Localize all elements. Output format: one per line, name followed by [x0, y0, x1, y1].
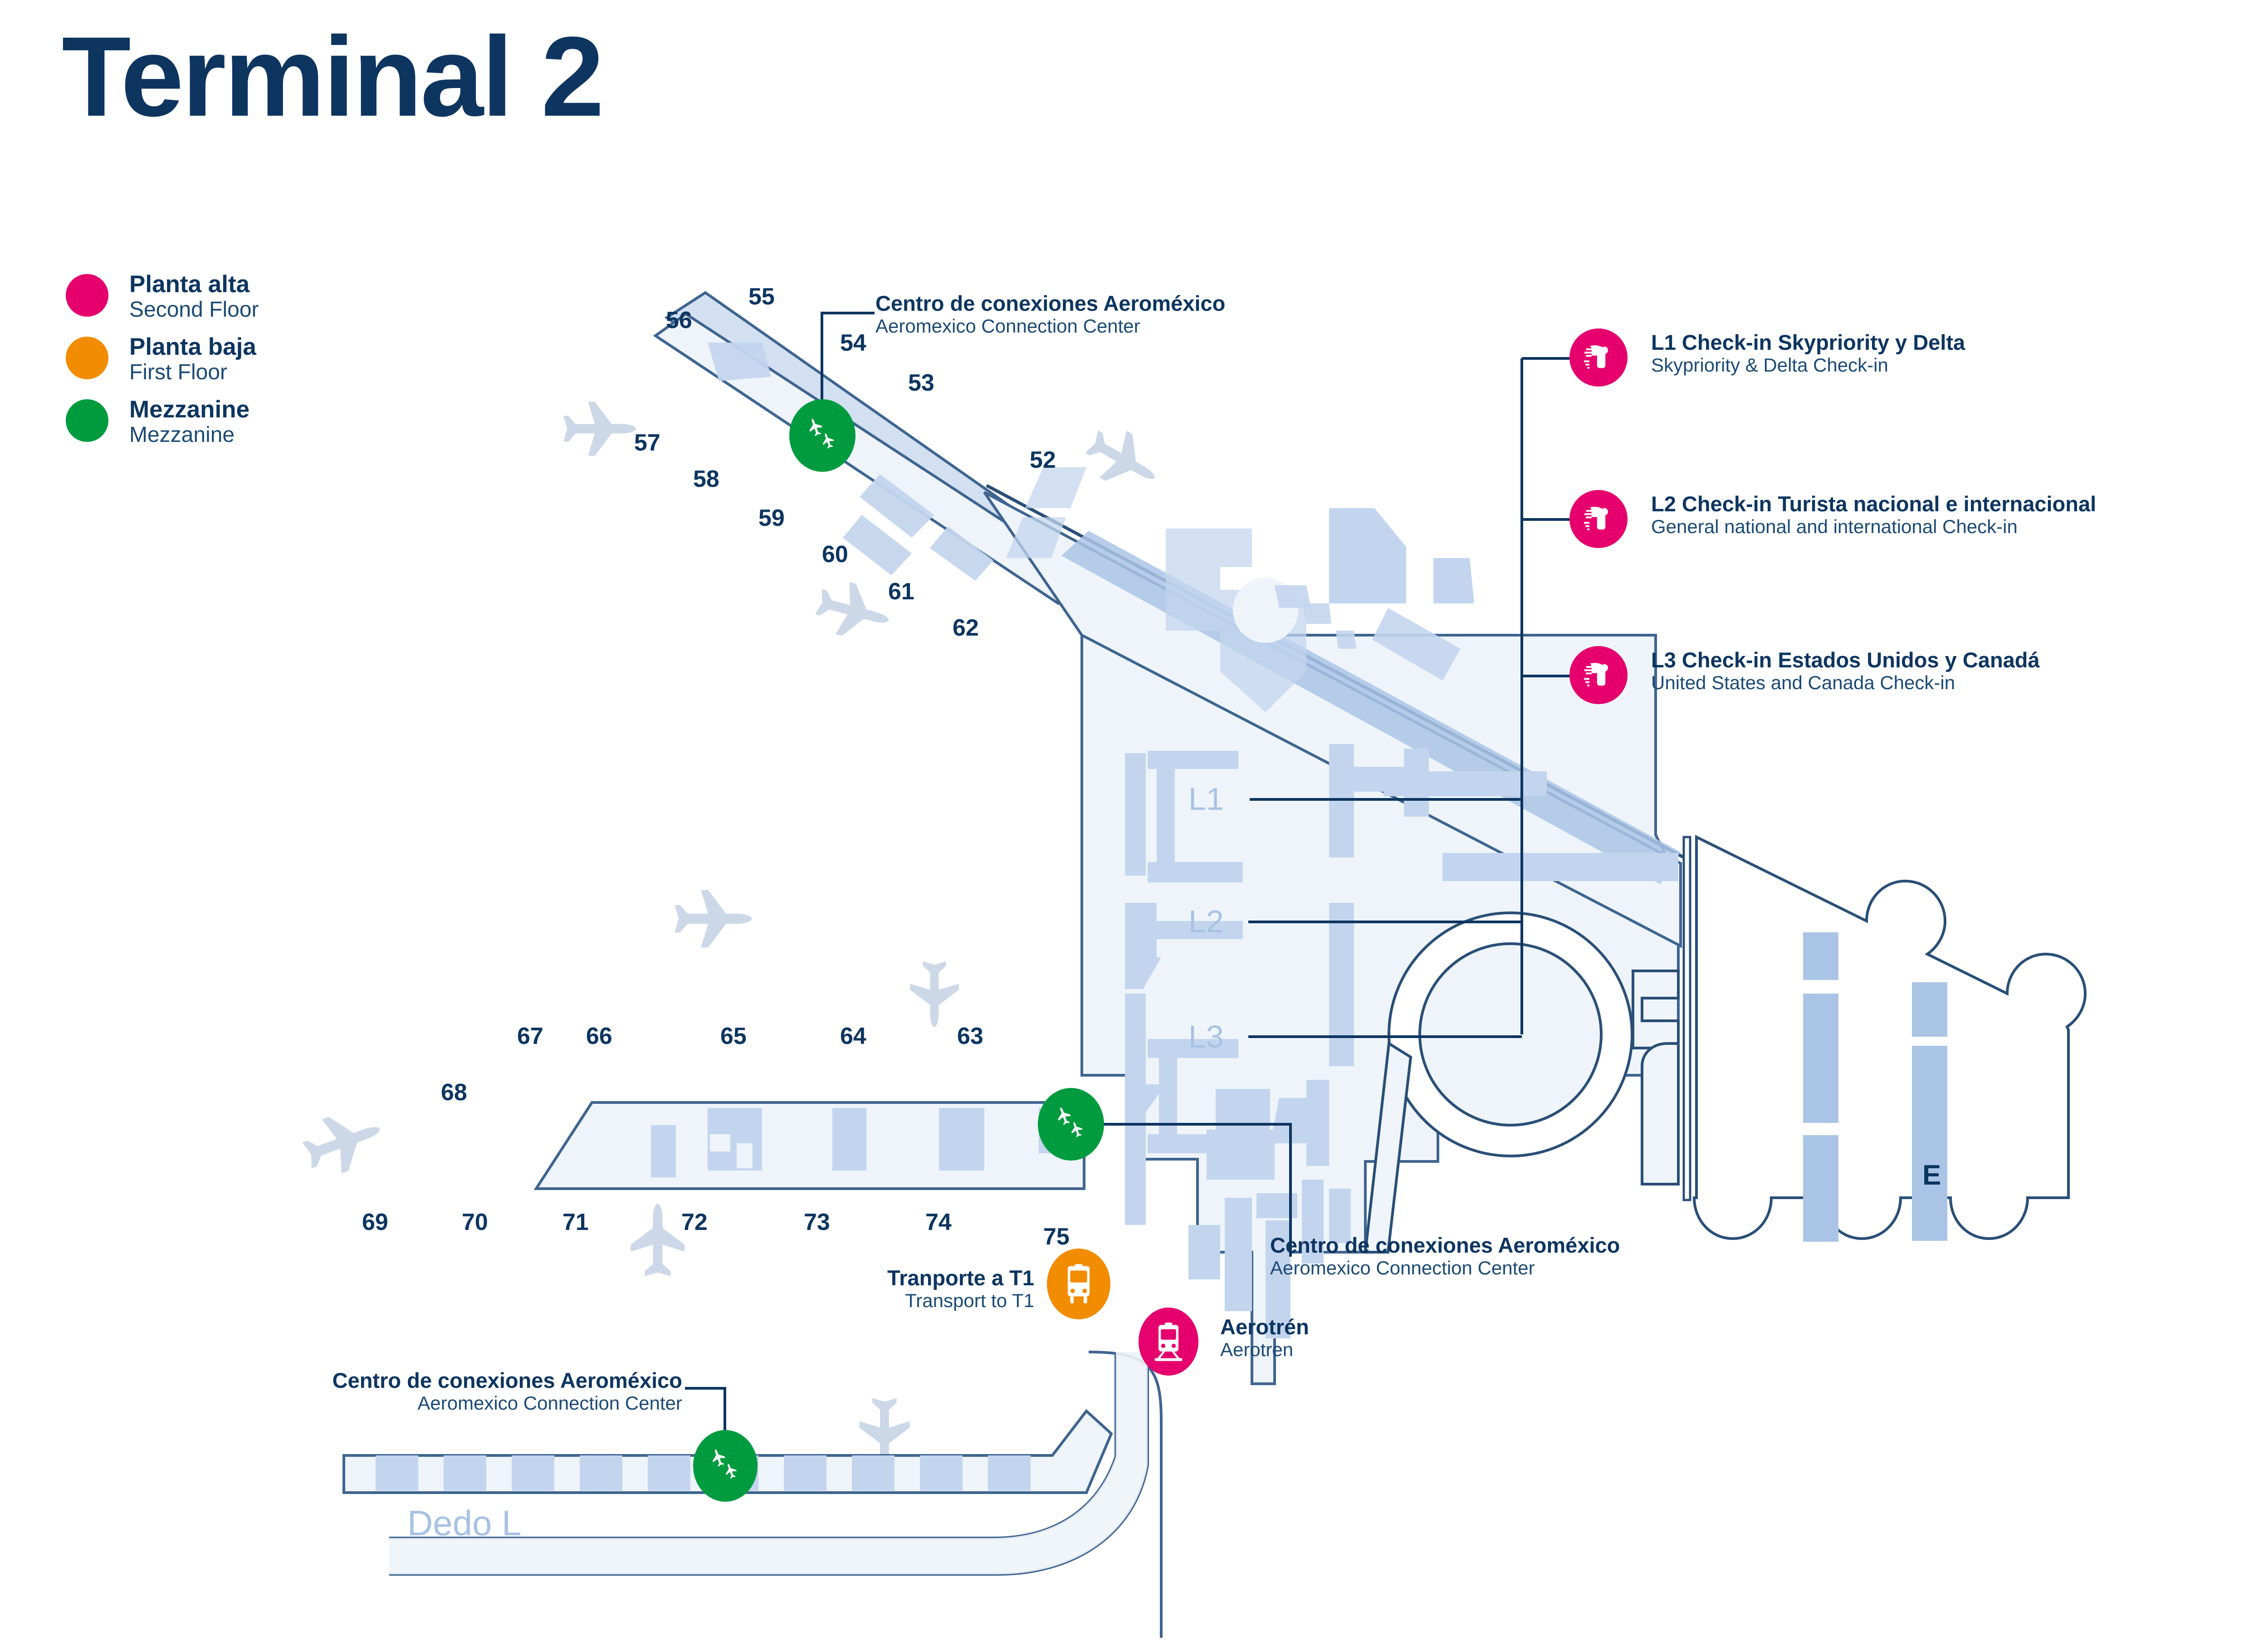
gate-number-52: 52 [1030, 447, 1056, 473]
callout-label-en: Aeromexico Connection Center [875, 315, 1140, 337]
level-label-l3: L3 [1188, 1019, 1224, 1054]
roundabout [1388, 911, 1633, 1157]
gate-number-63: 63 [957, 1023, 983, 1049]
legend-label-es: Planta baja [129, 333, 256, 360]
checkin-label-es: L2 Check-in Turista nacional e internaci… [1651, 492, 2097, 516]
bus-icon[interactable] [1047, 1249, 1110, 1319]
level-label-l2: L2 [1188, 904, 1224, 939]
gate-number-54: 54 [840, 330, 866, 356]
checkin-legend-l1: L1 Check-in Skypriority y Delta Skyprior… [1651, 330, 1965, 376]
circle-marker-pink-icon [66, 274, 108, 317]
aeromexico-eagle-glyph [1584, 345, 1608, 369]
callout-label-en: Aeromexico Connection Center [1270, 1257, 1535, 1279]
level-label-l1: L1 [1188, 781, 1224, 817]
train-glyph [1154, 1323, 1183, 1361]
gate-number-57: 57 [634, 430, 660, 456]
legend-item-first-floor: Planta baja First Floor [66, 331, 320, 394]
gate-number-61: 61 [888, 578, 914, 605]
main-terminal-rooms [1006, 467, 1678, 1338]
gate-number-69: 69 [362, 1209, 388, 1235]
page-title: Terminal 2 [62, 13, 604, 140]
two-planes-glyph [809, 418, 834, 449]
terminal-e-building [1682, 835, 2087, 1242]
callout-label-es: Centro de conexiones Aeroméxico [875, 291, 1226, 315]
legend-item-mezzanine: Mezzanine Mezzanine [66, 394, 320, 456]
legend-label-en: First Floor [129, 360, 227, 385]
callout-label-es: Centro de conexiones Aeroméxico [332, 1368, 682, 1392]
checkin-legend-l3: L3 Check-in Estados Unidos y Canadá Unit… [1651, 648, 2040, 694]
south-pier-building [533, 1101, 1085, 1190]
gate-number-72: 72 [681, 1209, 708, 1235]
two-planes-glyph [1058, 1107, 1083, 1137]
terminal-e-connector [1632, 970, 1680, 1185]
two-planes-icon[interactable] [1038, 1088, 1104, 1161]
gate-number-70: 70 [462, 1209, 488, 1235]
checkin-legend-l2: L2 Check-in Turista nacional e internaci… [1651, 492, 2096, 538]
zone-label-e: E [1922, 1160, 1941, 1191]
callout-label-en: Aerotren [1220, 1339, 1294, 1361]
gate-number-53: 53 [908, 370, 934, 396]
gate-number-71: 71 [562, 1209, 589, 1235]
gate-number-65: 65 [720, 1023, 747, 1049]
callout-connection-center-top: Centro de conexiones Aeroméxico Aeromexi… [875, 291, 1225, 337]
legend-label-es: Planta alta [129, 271, 250, 298]
callout-label-es: Aerotrén [1220, 1315, 1309, 1339]
legend-label-en: Second Floor [129, 298, 259, 322]
gate-number-59: 59 [758, 505, 785, 531]
aeromexico-eagle-icon[interactable] [1569, 646, 1628, 704]
callout-label-es: Centro de conexiones Aeroméxico [1270, 1233, 1620, 1257]
circle-marker-orange-icon [66, 337, 108, 379]
aeromexico-eagle-glyph [1584, 507, 1608, 530]
bus-glyph [1067, 1264, 1090, 1303]
checkin-label-en: Skypriority & Delta Check-in [1651, 354, 1888, 376]
train-icon[interactable] [1139, 1308, 1198, 1376]
gate-number-60: 60 [822, 541, 848, 568]
checkin-label-en: General national and international Check… [1651, 516, 2018, 538]
gate-number-68: 68 [441, 1079, 467, 1106]
legend-label-es: Mezzanine [129, 396, 250, 423]
aeromexico-eagle-icon[interactable] [1569, 490, 1628, 548]
gate-number-73: 73 [804, 1209, 830, 1235]
gate-number-74: 74 [925, 1209, 952, 1235]
gate-number-56: 56 [666, 307, 692, 333]
checkin-label-es: L1 Check-in Skypriority y Delta [1651, 330, 1965, 354]
gate-number-58: 58 [693, 466, 719, 492]
aeromexico-eagle-icon[interactable] [1569, 328, 1628, 387]
gate-number-66: 66 [586, 1023, 612, 1049]
two-planes-icon[interactable] [693, 1430, 758, 1502]
callout-aerotren: Aerotrén Aerotren [1220, 1315, 1309, 1361]
gate-number-75: 75 [1043, 1224, 1070, 1250]
callout-leader-lines [685, 312, 1569, 1465]
two-planes-glyph [713, 1449, 737, 1479]
checkin-label-es: L3 Check-in Estados Unidos y Canadá [1651, 648, 2040, 672]
two-planes-icon[interactable] [789, 399, 855, 472]
callout-label-en: Transport to T1 [905, 1290, 1034, 1312]
checkin-label-en: United States and Canada Check-in [1651, 672, 1955, 694]
legend-label-en: Mezzanine [129, 423, 235, 447]
callout-label-es: Tranporte a T1 [887, 1266, 1034, 1290]
callout-connection-center-dedo-l: Centro de conexiones Aeroméxico Aeromexi… [271, 1368, 682, 1414]
legend-item-second-floor: Planta alta Second Floor [66, 269, 320, 331]
gate-number-64: 64 [840, 1023, 866, 1049]
aeromexico-eagle-glyph [1584, 663, 1608, 686]
callout-connection-center-middle: Centro de conexiones Aeroméxico Aeromexi… [1270, 1233, 1620, 1279]
pier-label-dedo-l: Dedo L [407, 1503, 522, 1543]
callout-label-en: Aeromexico Connection Center [417, 1392, 682, 1414]
callout-transport-t1: Tranporte a T1 Transport to T1 [699, 1266, 1034, 1312]
gate-number-62: 62 [953, 615, 979, 641]
floor-legend: Planta alta Second Floor Planta baja Fir… [66, 269, 320, 456]
circle-marker-green-icon [66, 399, 108, 442]
gate-number-55: 55 [748, 284, 775, 310]
gate-number-67: 67 [517, 1023, 543, 1049]
roundabout-ramp [1364, 1041, 1413, 1254]
